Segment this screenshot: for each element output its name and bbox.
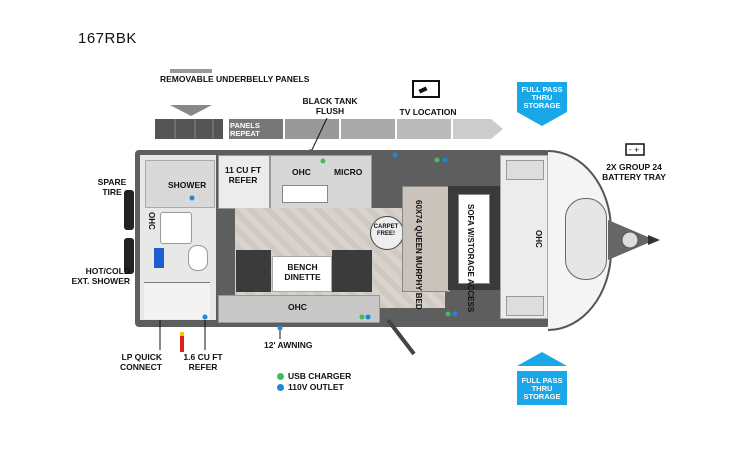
wheel — [124, 238, 134, 274]
sofa-storage-label: SOFA W/STORAGE ACCESS — [466, 204, 475, 313]
dinette-seat-right — [332, 250, 372, 292]
exterior-compartment — [144, 282, 210, 319]
dinette-seat-left — [236, 250, 271, 292]
removable-underbelly-panels-label: REMOVABLE UNDERBELLY PANELS — [160, 74, 310, 84]
wardrobe-top — [506, 160, 544, 180]
sofa-cushion — [458, 194, 490, 284]
usb-dot-icon — [277, 373, 284, 381]
down-arrow-icon — [517, 112, 567, 126]
up-arrow-icon — [517, 352, 567, 366]
shower-label: SHOWER — [168, 180, 207, 190]
toilet — [188, 245, 208, 271]
down-arrow-icon — [170, 69, 212, 116]
murphy-bed-label: 60X74 QUEEN MURPHY BED — [414, 200, 423, 310]
awning-label: 12' AWNING — [264, 340, 313, 350]
front-wardrobe — [500, 155, 548, 319]
battery-tray-label: 2X GROUP 24 BATTERY TRAY — [602, 162, 666, 182]
legend-usb: USB CHARGER — [277, 371, 351, 381]
ohc-bath-label: OHC — [147, 212, 156, 230]
tv-icon — [412, 80, 440, 98]
callout-lines — [159, 320, 206, 352]
full-pass-storage-bottom: FULL PASS THRU STORAGE — [517, 352, 567, 405]
outlet-dot-icon — [277, 384, 284, 392]
bench-dinette-label: BENCH DINETTE — [284, 262, 321, 282]
battery-icon: - + — [625, 143, 645, 156]
refer-11-label: 11 CU FT REFER — [224, 165, 262, 185]
water-heater — [154, 248, 164, 268]
underbelly-panels-strip — [155, 119, 503, 139]
ohc-bottom-label: OHC — [288, 302, 307, 312]
full-pass-storage-top: FULL PASS THRU STORAGE — [517, 82, 567, 131]
dinette-table — [272, 256, 332, 292]
ohc-front-label: OHC — [534, 230, 543, 248]
entry-door — [386, 318, 416, 356]
panels-repeat-label: PANELS REPEAT — [230, 121, 260, 138]
outlet-markers — [189, 152, 458, 320]
legend-outlet: 110V OUTLET — [277, 382, 344, 392]
black-tank-flush-label: BLACK TANK FLUSH — [302, 96, 358, 116]
ohc-top-label: OHC — [292, 167, 311, 177]
front-cap-logo — [565, 198, 607, 280]
shower — [145, 160, 215, 208]
stove — [282, 185, 328, 203]
carpet-free-label: CARPET FREE! — [373, 224, 399, 237]
spare-tire — [124, 190, 134, 230]
tongue-hitch — [608, 220, 660, 260]
sink — [160, 212, 192, 244]
callout-line — [277, 325, 283, 339]
svg-text:- +: - + — [629, 146, 640, 154]
micro-label: MICRO — [334, 167, 363, 177]
hot-cold-shower-label: HOT/COLD EXT. SHOWER — [71, 266, 130, 286]
model-name: 167RBK — [78, 30, 137, 47]
refer-16-label: 1.6 CU FT REFER — [183, 352, 223, 372]
spare-tire-label: SPARE TIRE — [97, 177, 127, 197]
tv-location-label: TV LOCATION — [399, 107, 457, 117]
wardrobe-bottom — [506, 296, 544, 316]
lp-quick-connect-label: LP QUICK CONNECT — [119, 352, 162, 372]
overhead-cabinet-bottom — [218, 295, 380, 323]
